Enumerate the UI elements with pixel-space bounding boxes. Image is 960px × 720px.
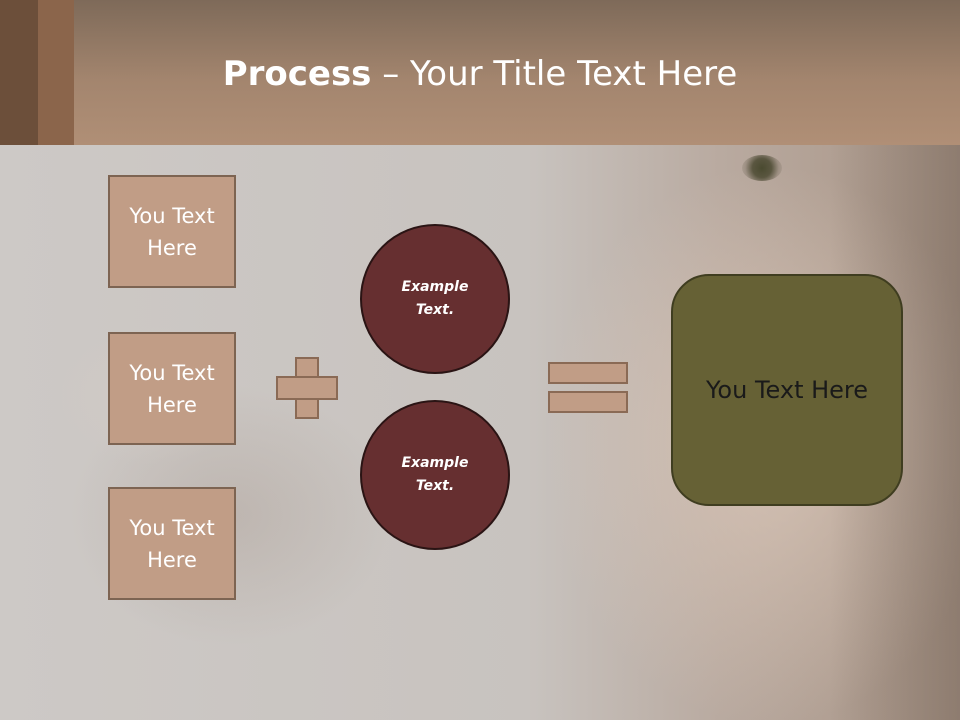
title-banner: Process – Your Title Text Here	[0, 0, 960, 145]
result-box[interactable]: You Text Here	[671, 274, 903, 506]
banner-stripe-light	[38, 0, 74, 145]
input-box-2[interactable]: You Text Here	[108, 332, 236, 445]
slide-title[interactable]: Process – Your Title Text Here	[0, 52, 960, 96]
input-box-3[interactable]: You Text Here	[108, 487, 236, 600]
example-circle-1[interactable]: Example Text.	[360, 224, 510, 374]
title-bold: Process	[222, 54, 372, 94]
input-box-label: You Text Here	[129, 203, 215, 260]
result-label: You Text Here	[705, 376, 869, 404]
input-box-1[interactable]: You Text Here	[108, 175, 236, 288]
title-rest: – Your Title Text Here	[371, 54, 738, 94]
circle-label: Example Text.	[401, 455, 469, 494]
background-eye	[742, 155, 782, 181]
example-circle-2[interactable]: Example Text.	[360, 400, 510, 550]
circle-label: Example Text.	[401, 279, 469, 318]
banner-stripe-dark	[0, 0, 38, 145]
input-box-label: You Text Here	[129, 515, 215, 572]
input-box-label: You Text Here	[129, 360, 215, 417]
